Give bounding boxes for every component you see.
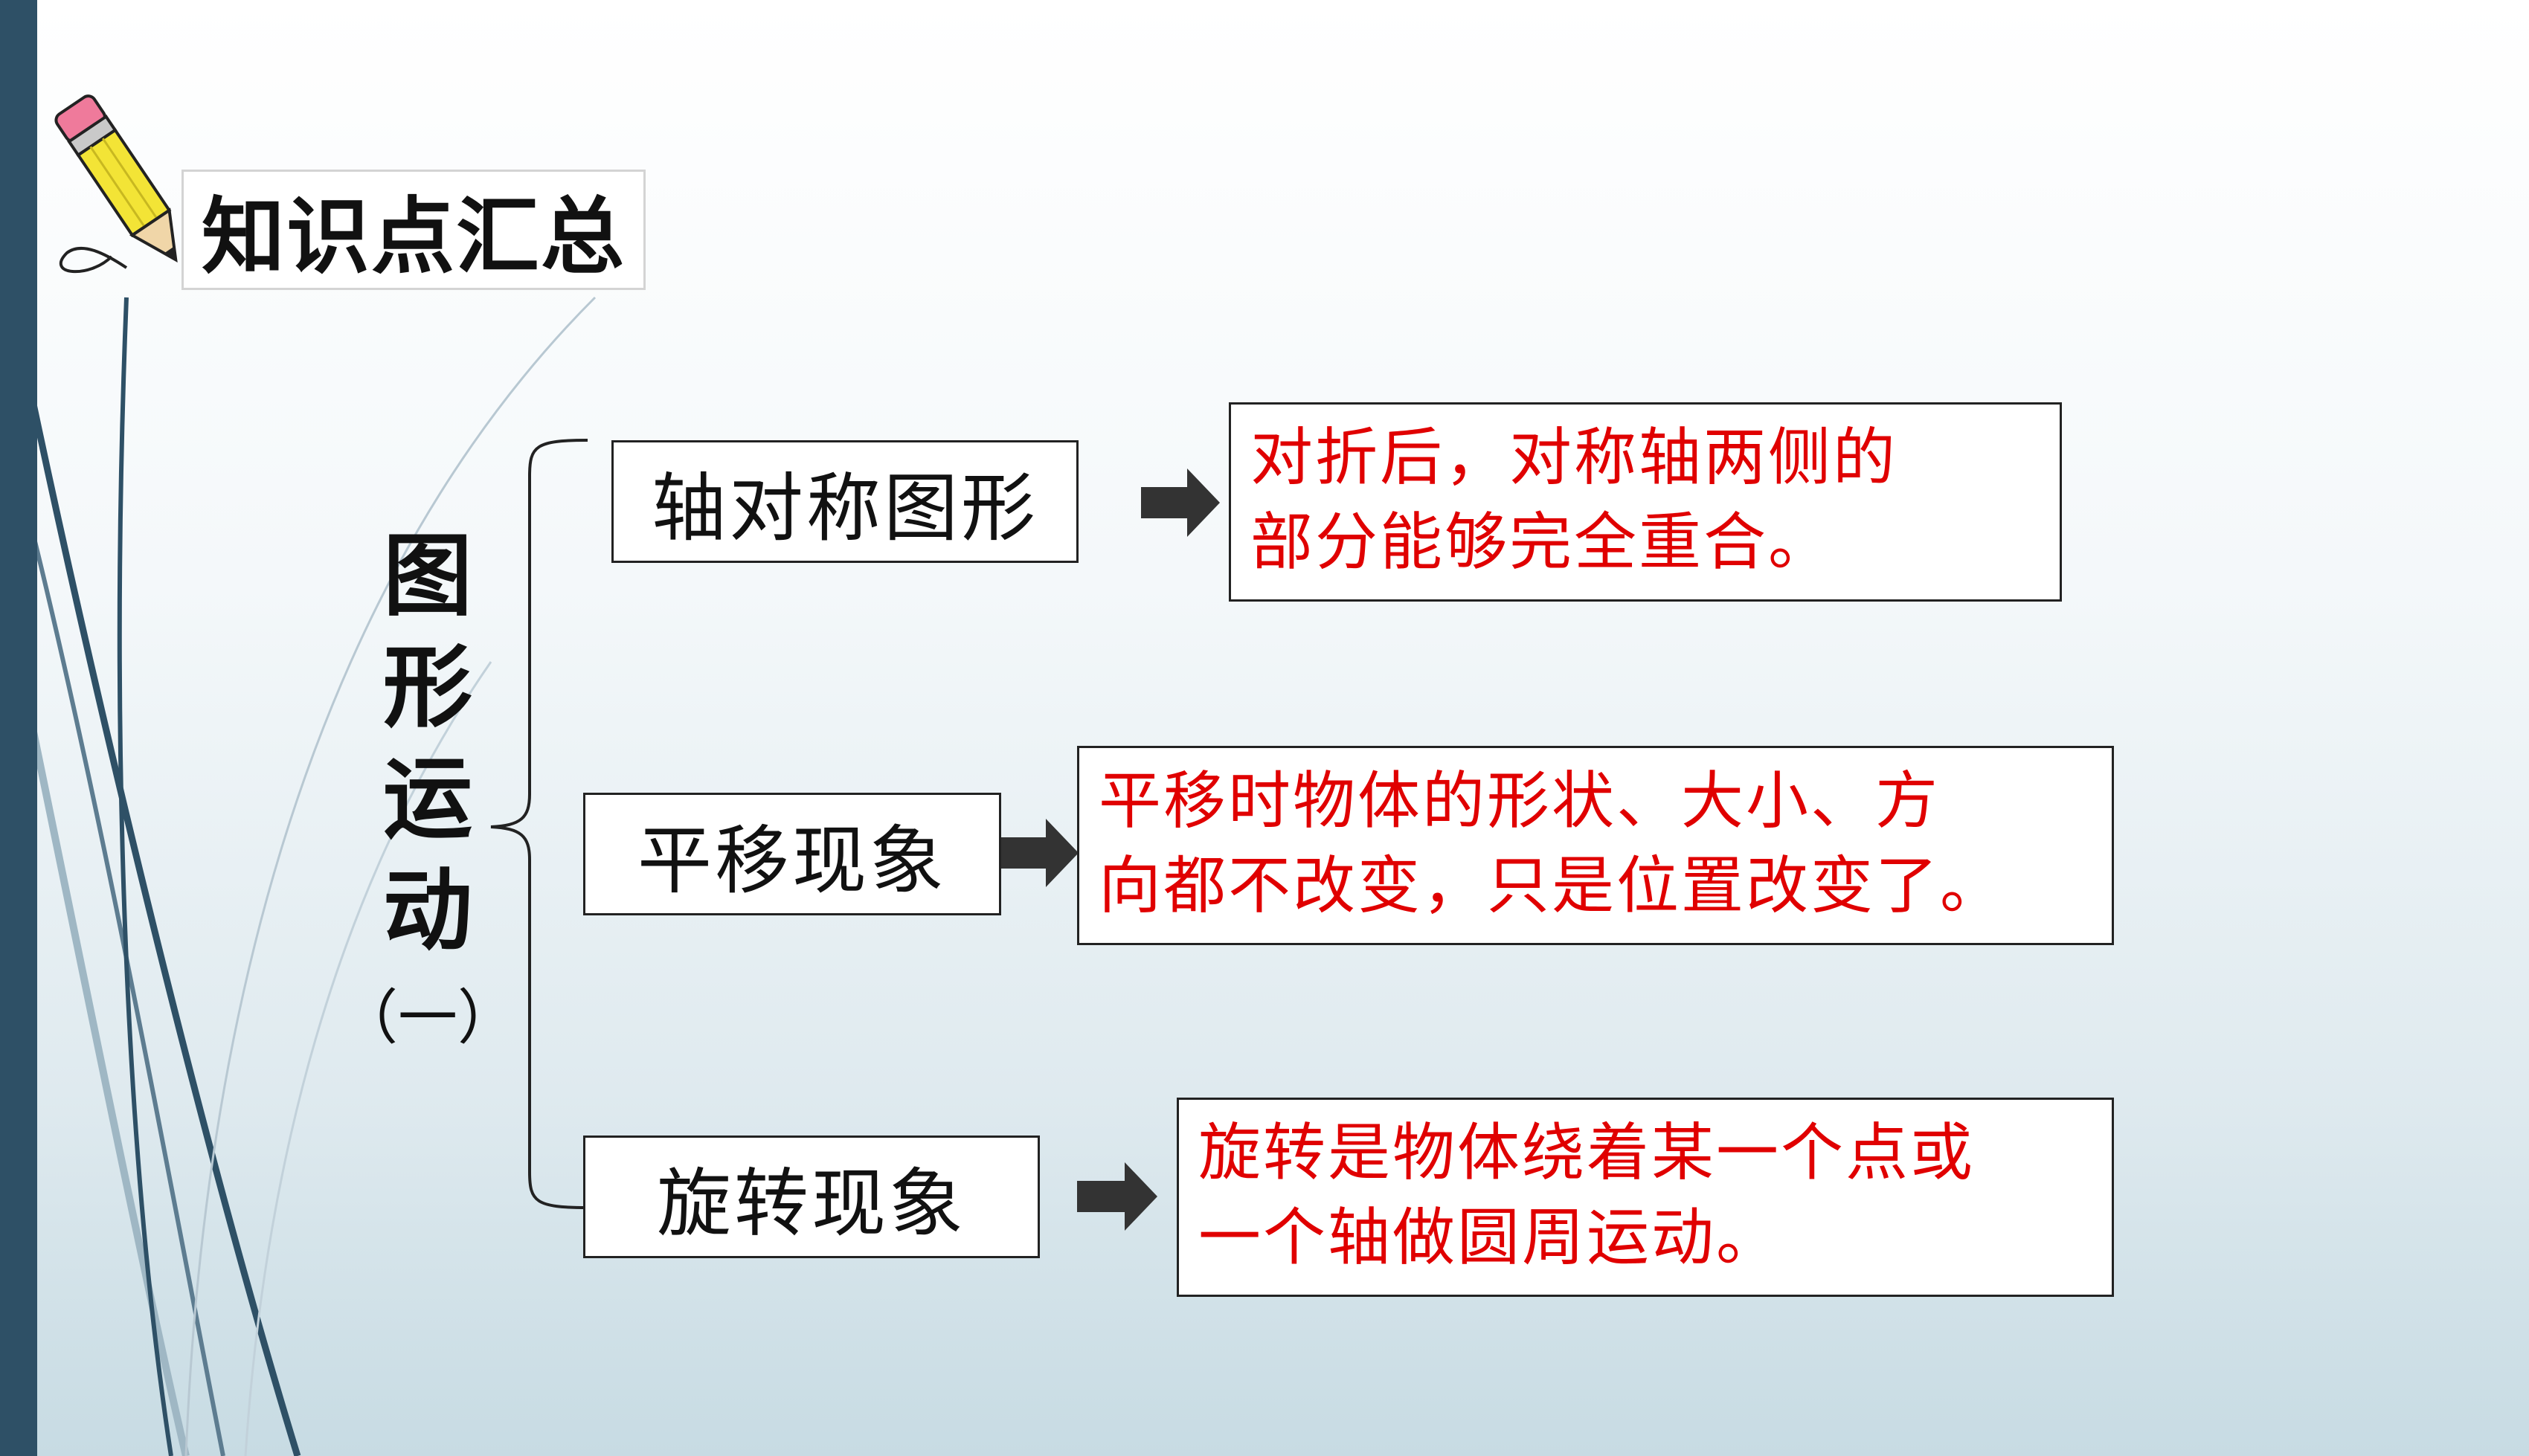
- topic-label: 图 形 运 动 （一）: [338, 521, 517, 1056]
- description-line: 部分能够完全重合。: [1250, 506, 1834, 579]
- description-line: 平移时物体的形状、大小、方: [1099, 764, 1941, 837]
- description-line: 一个轴做圆周运动。: [1198, 1201, 1781, 1274]
- accent-bar: [0, 0, 37, 1456]
- page-title: 知识点汇总: [202, 189, 626, 286]
- branch-label: 旋转现象: [657, 1160, 966, 1247]
- arrow-right-icon: [1077, 1162, 1157, 1231]
- topic-char: 形: [383, 635, 472, 740]
- pencil-icon: [54, 94, 178, 263]
- topic-subtitle: （一）: [338, 983, 517, 1052]
- branch-label: 轴对称图形: [652, 465, 1038, 552]
- branch-label: 平移现象: [637, 817, 947, 904]
- topic-char: 动: [383, 858, 472, 963]
- branch-box-axial-symmetry: 轴对称图形: [611, 440, 1079, 563]
- brace: [490, 439, 588, 1209]
- description-line: 向都不改变，只是位置改变了。: [1099, 849, 2005, 922]
- topic-char: 图: [383, 524, 472, 628]
- arrow-right-icon: [1000, 819, 1079, 887]
- arrow-right-icon: [1141, 468, 1220, 537]
- description-box-rotation: 旋转是物体绕着某一个点或 一个轴做圆周运动。: [1177, 1098, 2114, 1297]
- description-box-translation: 平移时物体的形状、大小、方 向都不改变，只是位置改变了。: [1077, 746, 2114, 945]
- title-box: 知识点汇总: [181, 170, 646, 290]
- branch-box-translation: 平移现象: [583, 793, 1001, 915]
- description-box-axial-symmetry: 对折后，对称轴两侧的 部分能够完全重合。: [1229, 402, 2062, 602]
- topic-char: 运: [383, 747, 472, 851]
- description-line: 旋转是物体绕着某一个点或: [1198, 1116, 1976, 1189]
- branch-box-rotation: 旋转现象: [583, 1136, 1040, 1258]
- description-line: 对折后，对称轴两侧的: [1250, 421, 1898, 494]
